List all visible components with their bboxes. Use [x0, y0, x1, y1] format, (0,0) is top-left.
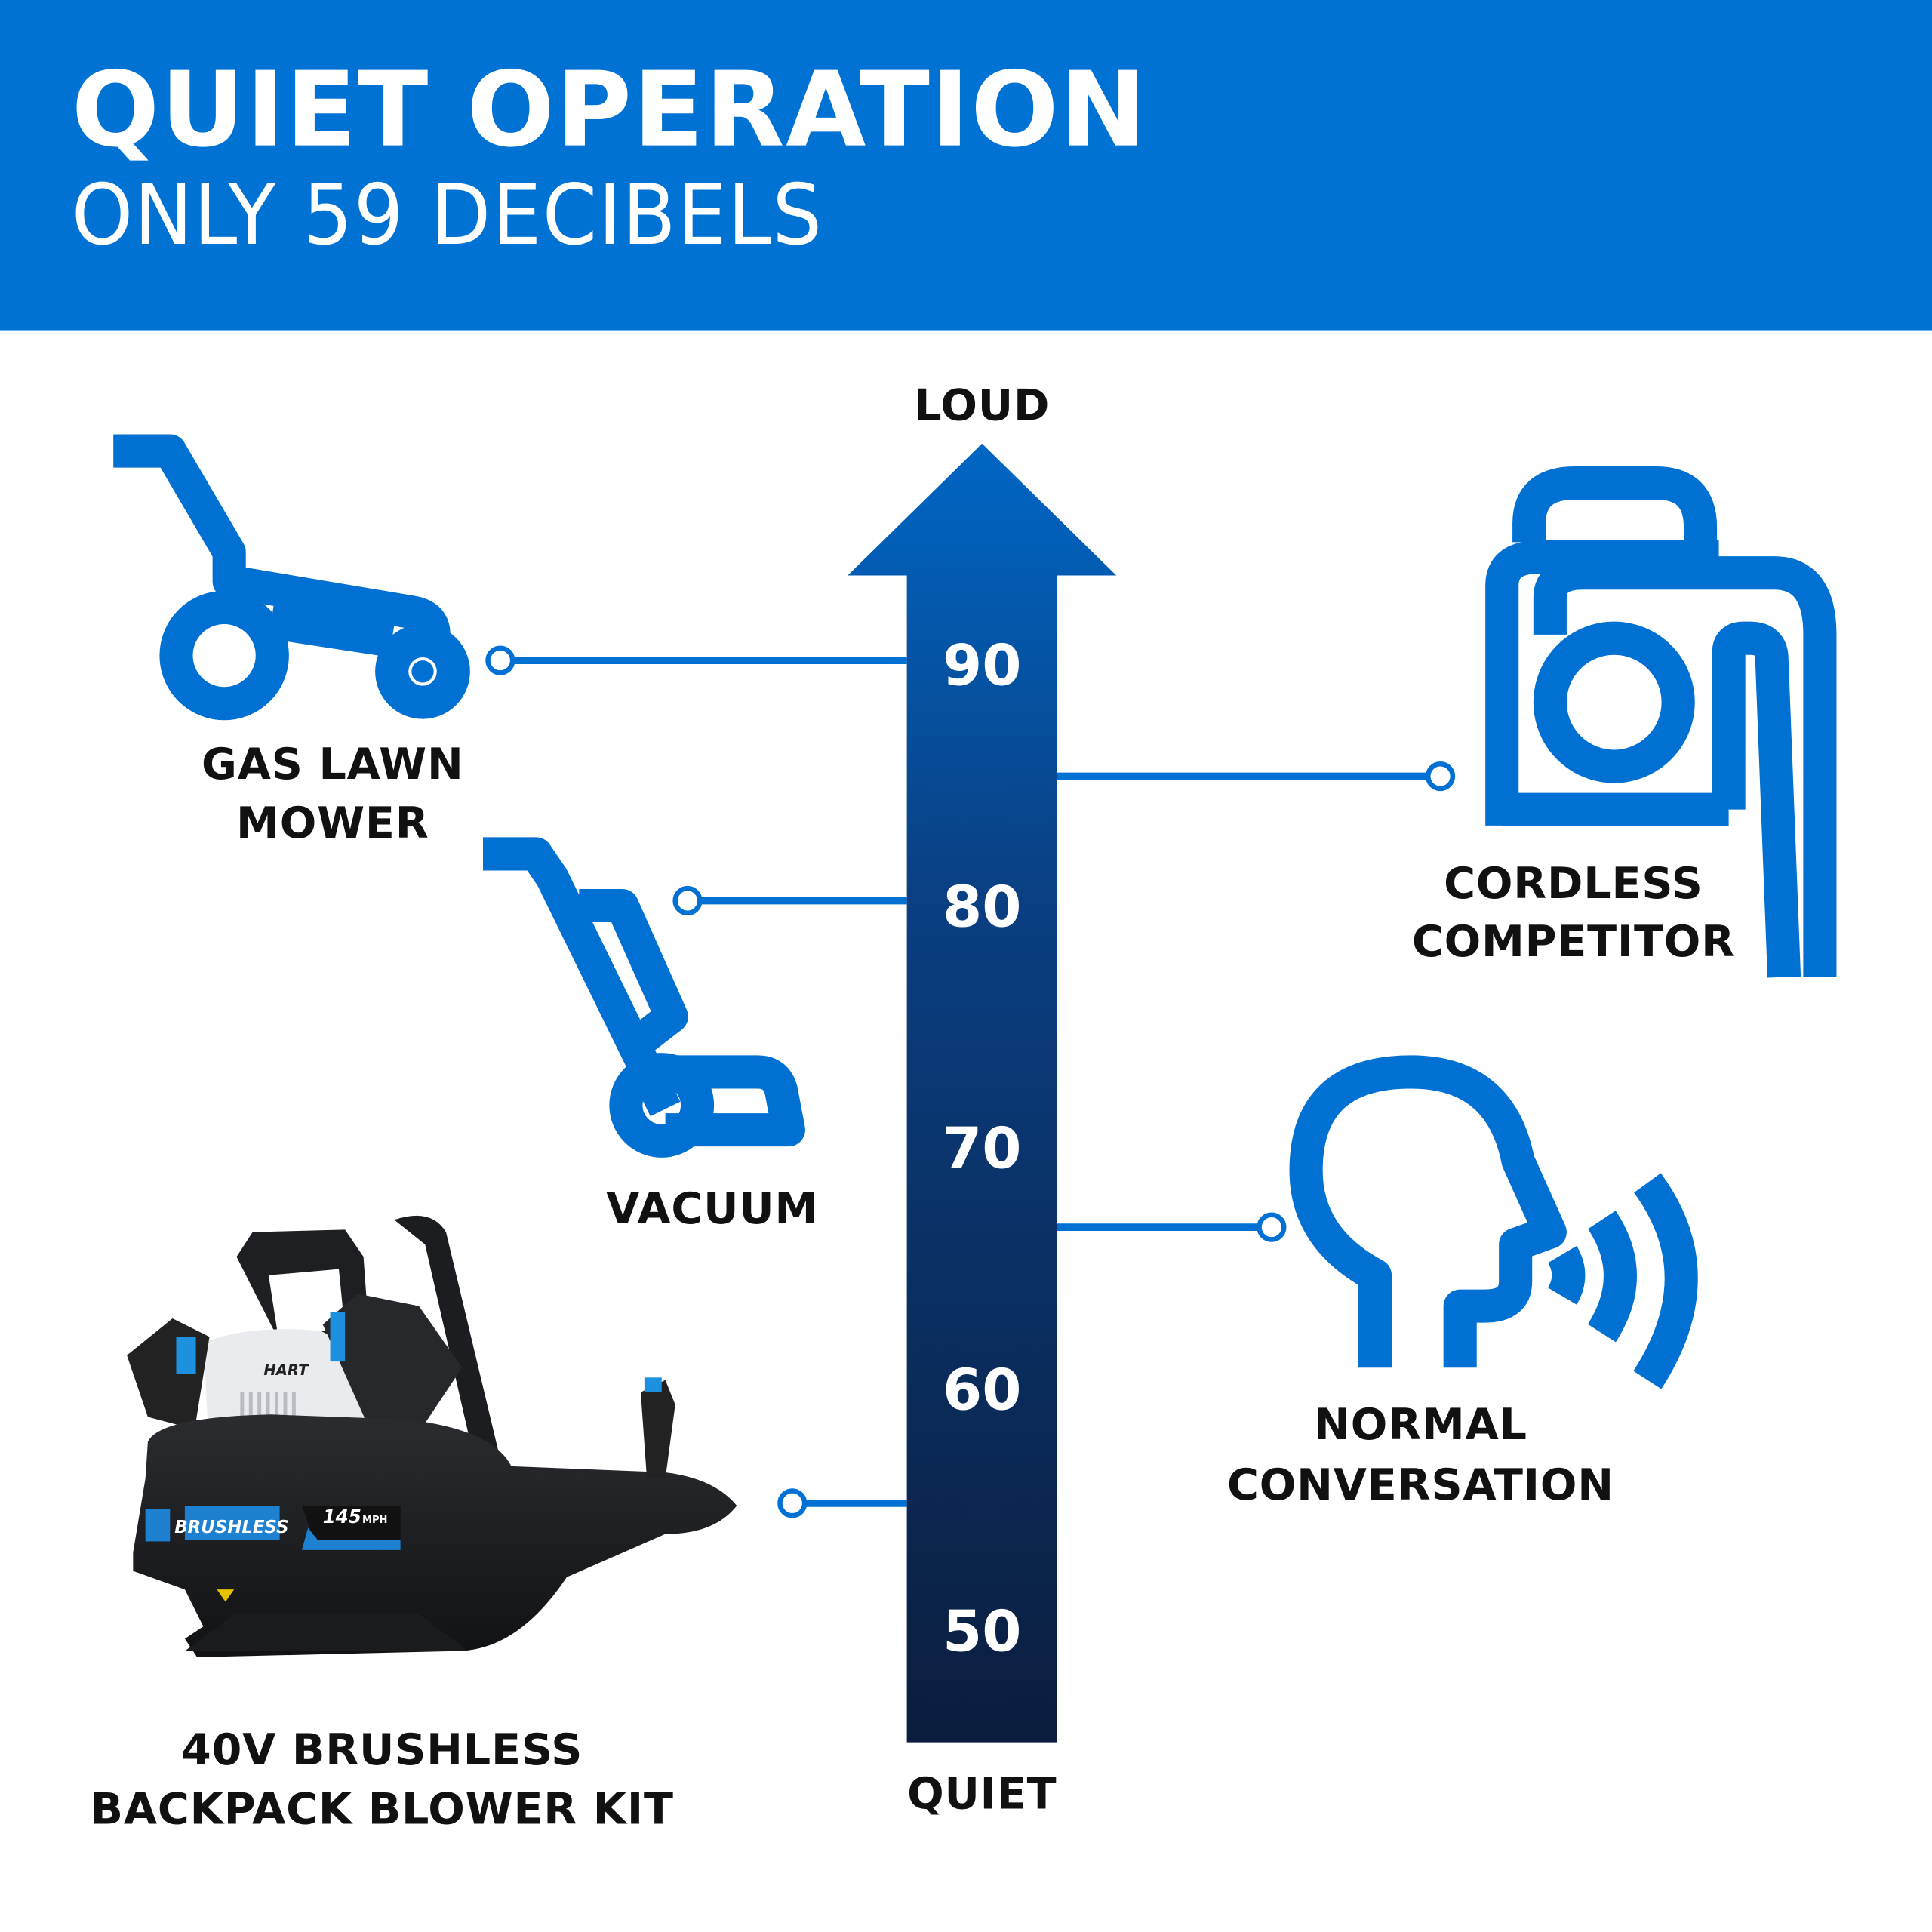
product-speed: 145 — [323, 1506, 361, 1527]
page-title: QUIET OPERATION — [72, 51, 1148, 171]
backpack-blower-icon — [1485, 466, 1837, 978]
connector-gas-mower — [485, 645, 907, 675]
label-blower-line2: BACKPACK BLOWER KIT — [91, 1784, 674, 1834]
page-subtitle: ONLY 59 DECIBELS — [72, 167, 823, 264]
decibel-scale-arrow — [848, 443, 1117, 1743]
connector-cordless — [1057, 761, 1456, 792]
label-vacuum: VACUUM — [606, 1184, 818, 1234]
product-brand: HART — [263, 1361, 309, 1379]
connector-blower — [777, 1488, 907, 1518]
label-conversation-line2: CONVERSATION — [1227, 1460, 1614, 1510]
scale-top-label: LOUD — [914, 381, 1050, 431]
speaking-head-icon — [1289, 1055, 1698, 1389]
label-cordless-line1: CORDLESS — [1444, 859, 1703, 909]
connector-conversation — [1057, 1212, 1287, 1242]
lawn-mower-icon — [113, 434, 470, 721]
backpack-blower-product-image: HART BRUSHLESS 145 MPH — [127, 1215, 737, 1657]
label-blower-line1: 40V BRUSHLESS — [181, 1725, 583, 1775]
tick-label: 70 — [943, 1115, 1022, 1182]
label-gas-mower-line1: GAS LAWN — [202, 740, 464, 789]
header-banner — [0, 0, 1932, 331]
label-conversation-line1: NORMAL — [1314, 1400, 1527, 1450]
connector-vacuum — [672, 885, 907, 916]
tick-label: 80 — [943, 874, 1022, 940]
tick-label: 50 — [943, 1598, 1022, 1665]
label-gas-mower-line2: MOWER — [236, 798, 429, 848]
tick-label: 90 — [943, 632, 1022, 699]
scale-bottom-label: QUIET — [907, 1770, 1057, 1820]
label-cordless-line2: COMPETITOR — [1412, 917, 1735, 967]
product-speed-unit: MPH — [362, 1515, 387, 1526]
product-badge: BRUSHLESS — [174, 1518, 288, 1537]
vacuum-icon — [483, 837, 805, 1158]
tick-label: 60 — [943, 1357, 1022, 1423]
